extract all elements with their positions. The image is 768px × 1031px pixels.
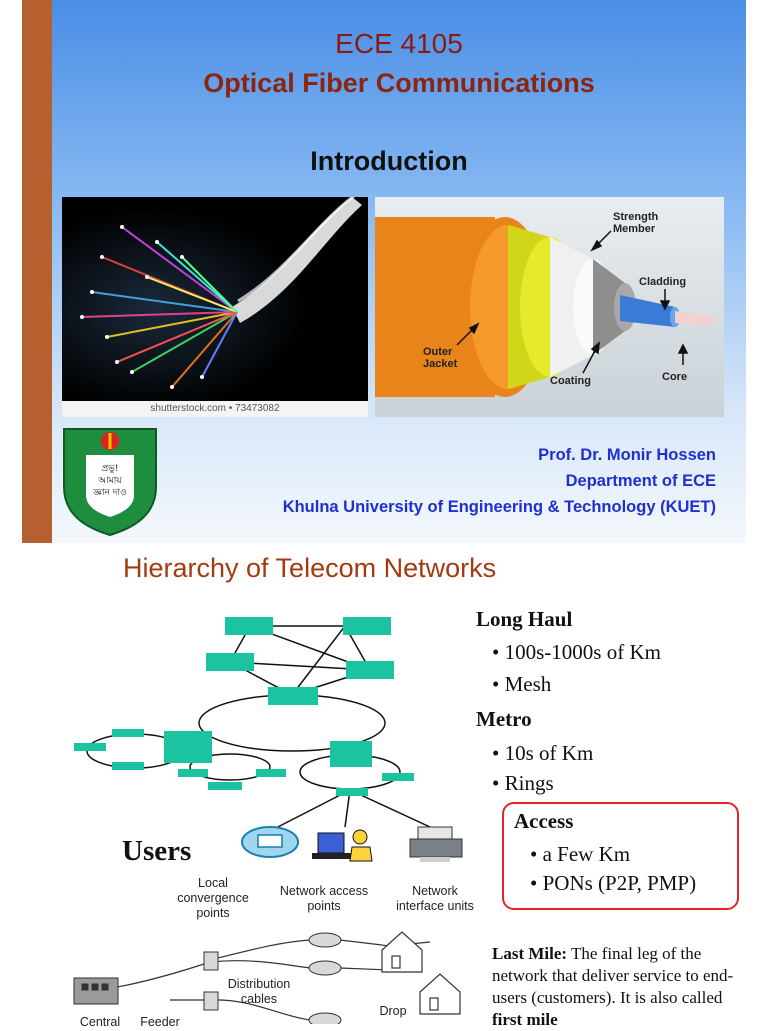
accent-bar xyxy=(22,0,52,543)
metro-bullet: • Rings xyxy=(492,771,554,795)
last-mile-definition: Last Mile: The final leg of the network … xyxy=(492,943,752,1031)
label-core: Core xyxy=(662,371,688,383)
central-office-icon xyxy=(73,977,119,1005)
fiber-cable-diagram: Strength Member Cladding Outer Jacket Co… xyxy=(375,197,724,417)
logo-motto: প্রভু! আমায় জ্ঞান দাও xyxy=(93,464,127,498)
metro-bullet: • 10s of Km xyxy=(492,741,594,765)
network-hierarchy-diagram xyxy=(74,617,463,862)
label-feeder: Feeder xyxy=(140,1015,180,1029)
course-code: ECE 4105 xyxy=(335,28,463,59)
label-network-access-points: Network access points xyxy=(279,884,369,913)
department-name: Department of ECE xyxy=(565,472,716,490)
access-network-diagram xyxy=(73,931,461,1024)
telephone-icon xyxy=(241,826,299,858)
last-mile-emphasis: first mile xyxy=(492,1010,558,1029)
house-icon xyxy=(381,931,423,973)
access-bullet: • PONs (P2P, PMP) xyxy=(530,871,697,895)
slide-title: Hierarchy of Telecom Networks xyxy=(123,553,497,583)
metro-heading: Metro xyxy=(476,707,532,731)
title-slide: ECE 4105 Optical Fiber Communications In… xyxy=(22,0,746,543)
last-mile-label: Last Mile: xyxy=(492,944,568,963)
university-logo: প্রভু! আমায় জ্ঞান দাও xyxy=(60,425,160,537)
topic-title: Introduction xyxy=(310,146,468,176)
long-haul-bullet: • Mesh xyxy=(492,672,552,696)
author-name: Prof. Dr. Monir Hossen xyxy=(538,446,716,464)
users-label: Users xyxy=(122,835,192,867)
label-drop: Drop xyxy=(379,1004,407,1018)
access-box: Access • a Few Km • PONs (P2P, PMP) xyxy=(502,802,739,910)
long-haul-heading: Long Haul xyxy=(476,607,573,631)
label-outer-jacket: Outer Jacket xyxy=(423,346,458,370)
printer-icon xyxy=(409,826,463,862)
label-local-convergence: Local convergence points xyxy=(177,876,249,920)
access-bullet: • a Few Km xyxy=(530,842,631,866)
fiber-bundle-photo: shutterstock.com • 73473082 xyxy=(62,197,368,417)
label-strength-member: Strength Member xyxy=(613,211,659,235)
label-network-interface-units: Network interface units xyxy=(396,884,474,913)
photo-credit: shutterstock.com • 73473082 xyxy=(62,401,368,417)
label-central: Central xyxy=(79,1015,121,1029)
access-heading: Access xyxy=(514,809,574,833)
house-icon xyxy=(419,973,461,1015)
course-title: Optical Fiber Communications xyxy=(203,68,595,98)
university-name: Khulna University of Engineering & Techn… xyxy=(282,498,716,516)
long-haul-bullet: • 100s-1000s of Km xyxy=(492,640,661,664)
last-mile-text: The final leg of the network that delive… xyxy=(492,944,734,1007)
label-cladding: Cladding xyxy=(639,276,687,288)
computer-user-icon xyxy=(312,829,373,862)
label-distribution-cables: Distribution cables xyxy=(227,977,291,1006)
label-coating: Coating xyxy=(550,375,591,387)
